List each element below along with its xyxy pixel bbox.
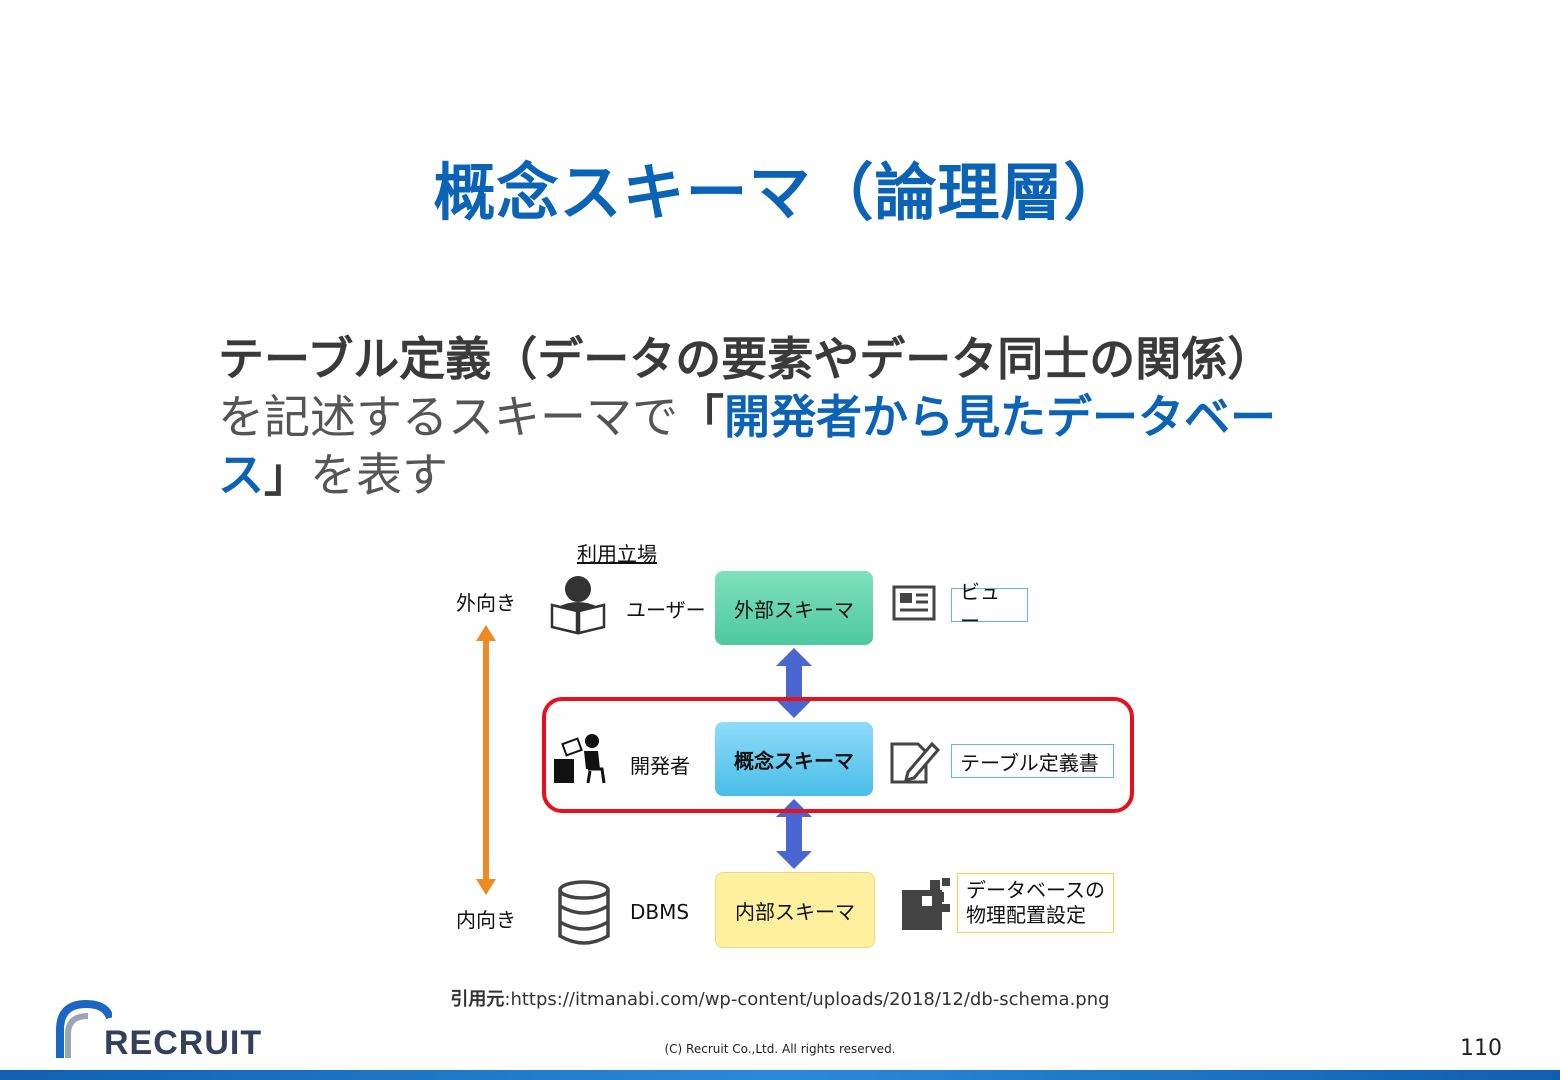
- view-icon: [892, 585, 936, 621]
- slide-title: 概念スキーマ（論理層）: [433, 156, 1127, 229]
- body-part2: を記述するスキーマで: [218, 390, 678, 444]
- internal-schema-box: 内部スキーマ: [715, 872, 875, 948]
- citation-url: :https://itmanabi.com/wp-content/uploads…: [504, 989, 1110, 1010]
- bottom-bar: [0, 1070, 1560, 1080]
- recruit-logo-icon: [56, 1000, 112, 1058]
- role-user: ユーザー: [626, 598, 706, 622]
- body-highlight: 開発者から見たデータベース: [218, 390, 1276, 502]
- recruit-logo-text: RECRUIT: [104, 1024, 263, 1062]
- citation-label: 引用元: [450, 989, 505, 1010]
- outward-label: 外向き: [456, 591, 516, 615]
- direction-arrow: [476, 625, 496, 895]
- external-schema-box: 外部スキーマ: [715, 571, 873, 645]
- body-part6: を表す: [310, 448, 448, 502]
- user-reading-icon: [550, 576, 606, 635]
- body-part1: テーブル定義（データの要素やデータ同士の関係）: [218, 332, 1274, 386]
- copyright: (C) Recruit Co.,Ltd. All rights reserved…: [664, 1042, 896, 1056]
- body-close-bracket: 」: [264, 448, 310, 502]
- page-number: 110: [1460, 1036, 1502, 1061]
- external-schema-label: 外部スキーマ: [734, 597, 854, 622]
- ext-con-arrow: [776, 648, 812, 718]
- artifact-physical-setting: データベースの 物理配置設定: [957, 873, 1114, 933]
- developer-icon: [554, 734, 606, 784]
- document-edit-icon: [890, 741, 940, 784]
- internal-schema-label: 内部スキーマ: [735, 899, 855, 924]
- artifact-table-definition: テーブル定義書: [951, 744, 1114, 778]
- conceptual-schema-box: 概念スキーマ: [715, 722, 873, 796]
- artifact-physical-line2: 物理配置設定: [966, 903, 1086, 927]
- artifact-physical-line1: データベースの: [966, 878, 1105, 902]
- body-open-bracket: 「: [678, 390, 724, 444]
- database-icon: [558, 880, 610, 945]
- highlight-box: [542, 697, 1134, 813]
- inward-label: 内向き: [456, 908, 516, 932]
- citation: 引用元:https://itmanabi.com/wp-content/uplo…: [0, 985, 1560, 1011]
- artifact-view: ビュー: [951, 580, 1028, 633]
- role-developer: 開発者: [630, 754, 690, 778]
- usage-header: 利用立場: [577, 542, 657, 566]
- role-dbms: DBMS: [630, 900, 690, 924]
- conceptual-schema-label: 概念スキーマ: [734, 748, 854, 773]
- physical-layout-icon: [902, 878, 950, 930]
- body-text: テーブル定義（データの要素やデータ同士の関係） を記述するスキーマで「開発者から…: [218, 330, 1338, 504]
